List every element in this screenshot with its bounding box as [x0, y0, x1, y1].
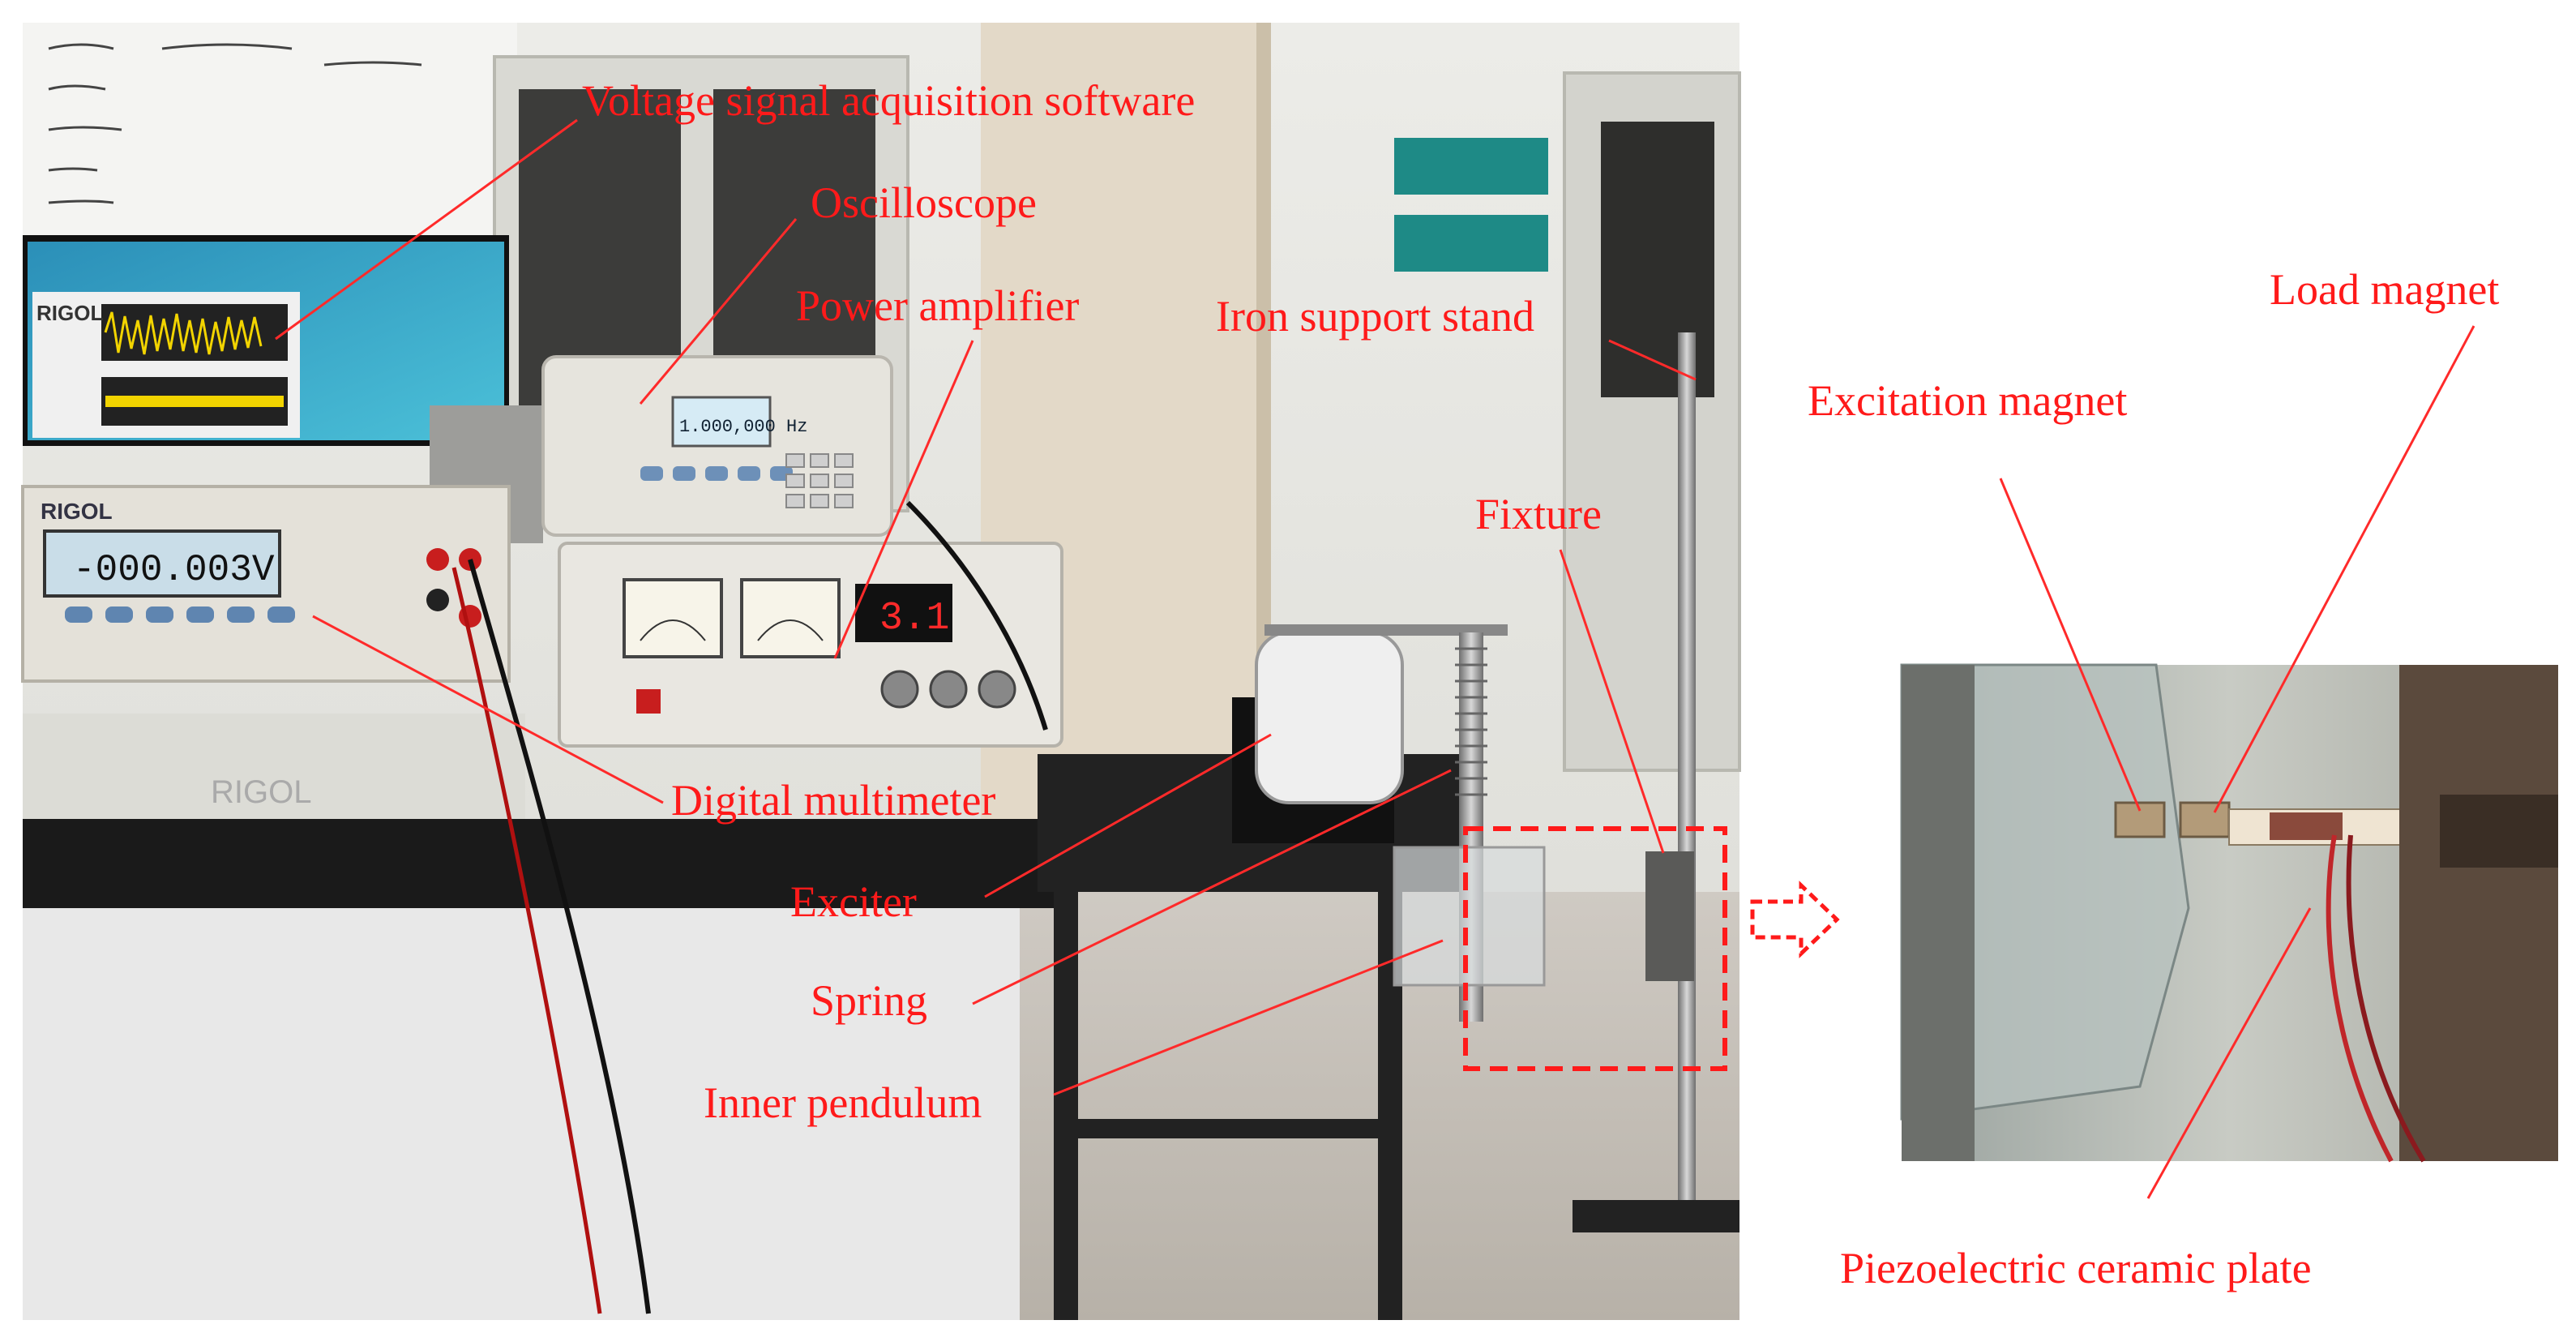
cabinet-right-glass — [1601, 122, 1714, 397]
exciter-cylinder — [1255, 631, 1404, 804]
leader-lines — [275, 118, 2475, 1199]
label-oscilloscope: Oscilloscope — [811, 178, 1037, 227]
power-amplifier: 3.1 — [558, 542, 1063, 748]
inset-rod-left — [1902, 665, 1975, 1161]
amp-knob-3 — [978, 670, 1016, 709]
waveform-panel-top — [101, 304, 288, 361]
monitor: RIGOL — [23, 235, 509, 446]
label-load-magnet: Load magnet — [2270, 265, 2499, 314]
multimeter-jack-3 — [426, 589, 449, 611]
inset-wire-1 — [2326, 834, 2394, 1163]
leader-iron-support — [1608, 339, 1697, 381]
multimeter-reading: -000.003V — [73, 549, 275, 591]
inset-fixture-clamp — [2399, 665, 2558, 1161]
inset-photo — [1900, 663, 2558, 1163]
amp-knob-2 — [929, 670, 968, 709]
wall-panel-1 — [1394, 138, 1548, 195]
spring-coils — [1455, 647, 1487, 796]
siggen-display — [671, 396, 772, 448]
lab-table-cabinet — [23, 908, 1020, 1320]
amp-meter-1-scale — [640, 619, 706, 641]
amp-display — [855, 584, 952, 642]
amp-meter-2 — [740, 578, 841, 658]
leader-piezo-plate — [2146, 907, 2312, 1199]
inset-clamp-jaw — [2440, 795, 2558, 868]
amp-display-value: 3.1 — [879, 597, 949, 641]
waveform-trace-top — [104, 311, 263, 355]
stand-crossbar — [1054, 1119, 1402, 1138]
leader-exciter — [984, 733, 1272, 898]
bench-brand: RIGOL — [211, 774, 311, 810]
siggen-keypad — [785, 453, 854, 508]
leader-digital-multimeter — [312, 615, 664, 804]
stand-leg-1 — [1054, 892, 1078, 1320]
cable-black — [468, 559, 651, 1314]
label-excitation-magnet: Excitation magnet — [1808, 376, 2127, 425]
label-digital-multimeter: Digital multimeter — [671, 776, 995, 825]
inset-load-magnet — [2179, 801, 2231, 838]
fixture-clamp — [1645, 851, 1694, 981]
multimeter-display — [43, 529, 281, 598]
label-software: Voltage signal acquisition software — [582, 76, 1195, 125]
amp-meter-2-scale — [757, 619, 824, 641]
amp-knob-1 — [880, 670, 919, 709]
amp-power-switch — [636, 689, 661, 714]
exciter — [1232, 624, 1508, 843]
floor — [1013, 892, 1739, 1320]
iron-stand-base — [1573, 1200, 1739, 1232]
labels: Voltage signal acquisition software Osci… — [582, 76, 2499, 1292]
label-spring: Spring — [811, 976, 927, 1025]
bench-block — [23, 714, 525, 819]
label-inner-pendulum: Inner pendulum — [704, 1078, 982, 1127]
inner-pendulum-box — [1393, 846, 1546, 987]
dashed-arrow-icon — [1750, 881, 1840, 958]
whiteboard — [23, 23, 517, 266]
cable-siggen — [905, 500, 1048, 731]
whiteboard-writing — [48, 43, 422, 204]
label-iron-support-stand: Iron support stand — [1216, 292, 1534, 341]
door — [981, 23, 1256, 898]
label-piezo-plate: Piezoelectric ceramic plate — [1840, 1244, 2312, 1292]
wall-panel-2 — [1394, 215, 1548, 272]
siggen-reading: 1.000,000 Hz — [679, 417, 807, 437]
label-fixture: Fixture — [1475, 490, 1602, 538]
inset-wire-2 — [2346, 834, 2426, 1163]
leader-load-magnet — [2213, 325, 2475, 813]
leader-software — [275, 118, 578, 341]
leader-oscilloscope — [639, 218, 798, 405]
leader-excitation-magnet — [1999, 478, 2142, 812]
label-exciter: Exciter — [790, 877, 917, 926]
monitor-brand-text: RIGOL — [36, 301, 103, 325]
leader-inner-pendulum — [1053, 939, 1444, 1096]
lab-table-top — [23, 819, 1076, 908]
exciter-arm — [1264, 624, 1508, 636]
lab-photo: RIGOL 1.000,000 Hz RIGOL -000.003V — [21, 23, 1741, 1320]
leader-power-amplifier — [833, 340, 974, 659]
label-power-amplifier: Power amplifier — [796, 281, 1079, 330]
multimeter-brand: RIGOL — [41, 499, 113, 524]
multimeter-jack-1 — [426, 548, 449, 571]
leader-spring — [972, 769, 1452, 1005]
multimeter-buttons — [65, 606, 295, 623]
cable-red — [451, 567, 602, 1314]
digital-multimeter: RIGOL -000.003V RIGOL — [21, 485, 525, 819]
leader-fixture — [1559, 549, 1665, 854]
amp-meter-1 — [623, 578, 723, 658]
iron-stand-rod — [1678, 332, 1696, 1232]
waveform-trace-bottom — [105, 396, 284, 407]
inset-piezo-element — [2270, 812, 2343, 840]
